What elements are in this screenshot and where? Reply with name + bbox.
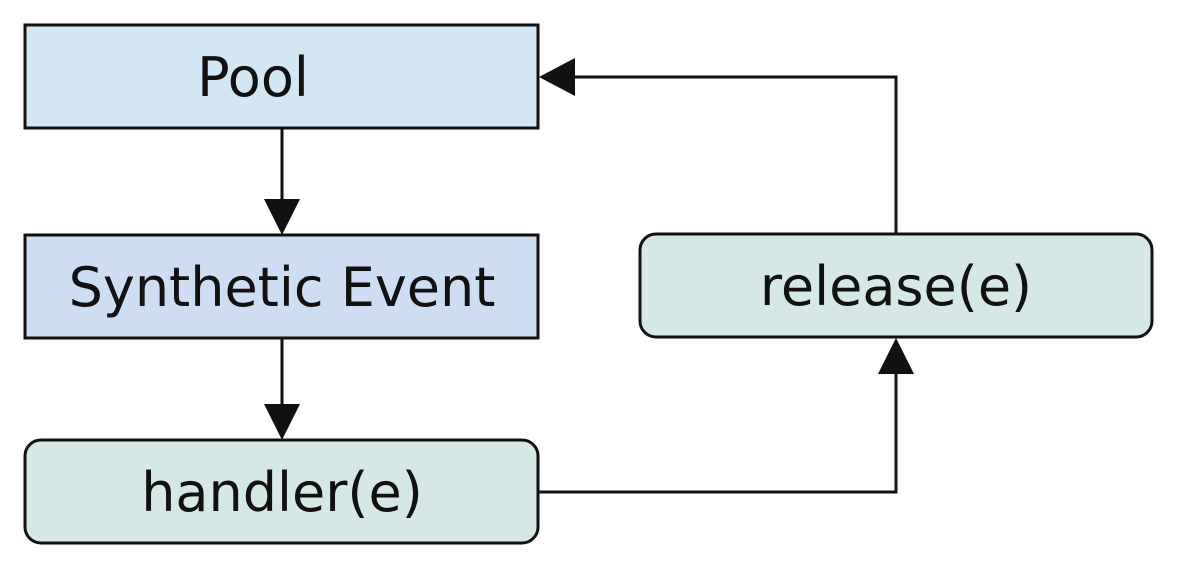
node-handler-box	[23, 438, 540, 545]
arrowhead-down-icon	[264, 404, 300, 440]
edge-handler-to-release	[538, 338, 914, 494]
node-handler-label: handler(e)	[141, 461, 423, 524]
edge-synthetic-event-to-handler	[264, 338, 300, 440]
node-pool: Pool	[23, 23, 540, 130]
node-pool-box	[23, 23, 540, 130]
arrowhead-down-icon	[264, 199, 300, 235]
node-synthetic-event-label: Synthetic Event	[69, 256, 496, 319]
node-release-label: release(e)	[760, 255, 1032, 318]
arrowhead-left-icon	[539, 58, 575, 96]
node-release: release(e)	[638, 232, 1154, 339]
node-synthetic-event-box	[23, 233, 540, 340]
edge-release-to-pool	[539, 58, 898, 234]
node-release-box	[638, 232, 1154, 339]
node-handler: handler(e)	[23, 438, 540, 545]
node-pool-label: Pool	[197, 46, 309, 109]
arrowhead-up-icon	[878, 338, 914, 374]
node-synthetic-event: Synthetic Event	[23, 233, 540, 340]
edge-pool-to-synthetic-event	[264, 129, 300, 235]
